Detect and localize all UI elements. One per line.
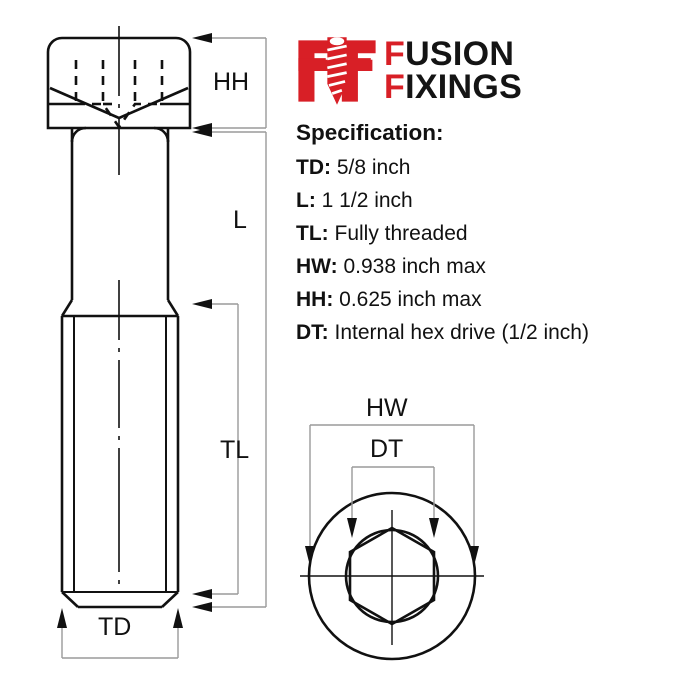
logo-screw-threads: [327, 44, 347, 95]
l-arrow-top: [192, 127, 212, 137]
dimension-td-arrows: [57, 608, 183, 628]
brand-fixings-lead: F: [384, 68, 406, 106]
dimension-label-dt: DT: [370, 435, 404, 463]
screw-end-chamfer-left: [61, 591, 79, 608]
hw-arrow-left: [305, 546, 315, 566]
spec-key-dt: DT:: [296, 320, 329, 344]
spec-row-tl: TL: Fully threaded: [296, 223, 691, 244]
logo-thread-1: [327, 44, 347, 52]
dt-arrow-right: [429, 518, 439, 538]
dimension-label-td: TD: [98, 613, 132, 641]
brand-fusion-lead: F: [384, 34, 406, 73]
spec-value-hh: 0.625 inch max: [339, 287, 482, 311]
screw-end-chamfer-right: [161, 591, 179, 608]
l-arrow-bottom: [192, 602, 212, 612]
spec-row-hw: HW: 0.938 inch max: [296, 256, 691, 277]
tl-arrow-bottom: [192, 589, 212, 599]
fusion-fixings-screw-logo-icon: [298, 37, 376, 105]
dimension-dt-arrows: [347, 518, 439, 538]
logo-thread-6: [331, 89, 343, 95]
brand-line-fixings: FIXINGS: [384, 68, 523, 106]
dimension-dt: [351, 466, 435, 528]
brand-wordmark: FUSION FIXINGS: [384, 34, 523, 106]
spec-value-tl: Fully threaded: [334, 221, 468, 245]
spec-row-td: TD: 5/8 inch: [296, 157, 691, 178]
end-view-centre-lines: [300, 510, 484, 645]
logo-screw-head-slot: [329, 37, 345, 46]
spec-key-td: TD:: [296, 155, 331, 179]
spec-row-dt: DT: Internal hex drive (1/2 inch): [296, 322, 691, 343]
dimension-label-tl: TL: [220, 436, 250, 464]
spec-key-hh: HH:: [296, 287, 334, 311]
specification-panel: Specification: TD: 5/8 inch L: 1 1/2 inc…: [296, 120, 691, 355]
hw-arrow-right: [469, 546, 479, 566]
screw-shank-left-edge: [70, 126, 87, 143]
brand-fusion-rest: USION: [405, 34, 515, 73]
dimension-hw: [309, 424, 475, 556]
logo-screw-body: [327, 37, 347, 105]
dimension-label-hh: HH: [213, 68, 250, 96]
spec-value-hw: 0.938 inch max: [343, 254, 486, 278]
logo-thread-2: [327, 53, 347, 61]
td-arrow-right: [173, 608, 183, 628]
dimension-label-hw: HW: [366, 394, 408, 422]
td-arrow-left: [57, 608, 67, 628]
dimension-label-l: L: [233, 206, 247, 234]
spec-row-hh: HH: 0.625 inch max: [296, 289, 691, 310]
brand-logo: FUSION FIXINGS: [296, 30, 596, 112]
dt-arrow-left: [347, 518, 357, 538]
dimension-tl-arrows: [192, 299, 212, 599]
tl-arrow-top: [192, 299, 212, 309]
spec-value-l: 1 1/2 inch: [321, 188, 413, 212]
dimension-l: [196, 131, 267, 608]
logo-left-f-bar: [298, 58, 326, 71]
spec-value-dt: Internal hex drive (1/2 inch): [334, 320, 589, 344]
logo-thread-5: [328, 80, 346, 87]
brand-fixings-rest: IXINGS: [405, 68, 523, 106]
logo-thread-3: [327, 62, 347, 70]
spec-key-l: L:: [296, 188, 316, 212]
spec-key-tl: TL:: [296, 221, 329, 245]
spec-value-td: 5/8 inch: [336, 155, 411, 179]
dimension-hw-arrows: [305, 546, 479, 566]
dimension-hh-arrows: [192, 33, 212, 133]
spec-row-l: L: 1 1/2 inch: [296, 190, 691, 211]
screw-shank-right-edge: [153, 126, 170, 143]
specification-title: Specification:: [296, 120, 444, 145]
screw-head-outline: [46, 36, 192, 130]
logo-thread-4: [327, 71, 347, 78]
dimension-l-arrows: [192, 127, 212, 612]
hh-arrow-top: [192, 33, 212, 43]
thread-runout-left: [60, 299, 74, 317]
spec-key-hw: HW:: [296, 254, 338, 278]
brand-line-fusion: FUSION: [384, 34, 522, 73]
socket-cap-screw-side-view: [46, 36, 192, 609]
logo-right-f-bar: [341, 58, 371, 71]
thread-runout-right: [166, 299, 180, 317]
